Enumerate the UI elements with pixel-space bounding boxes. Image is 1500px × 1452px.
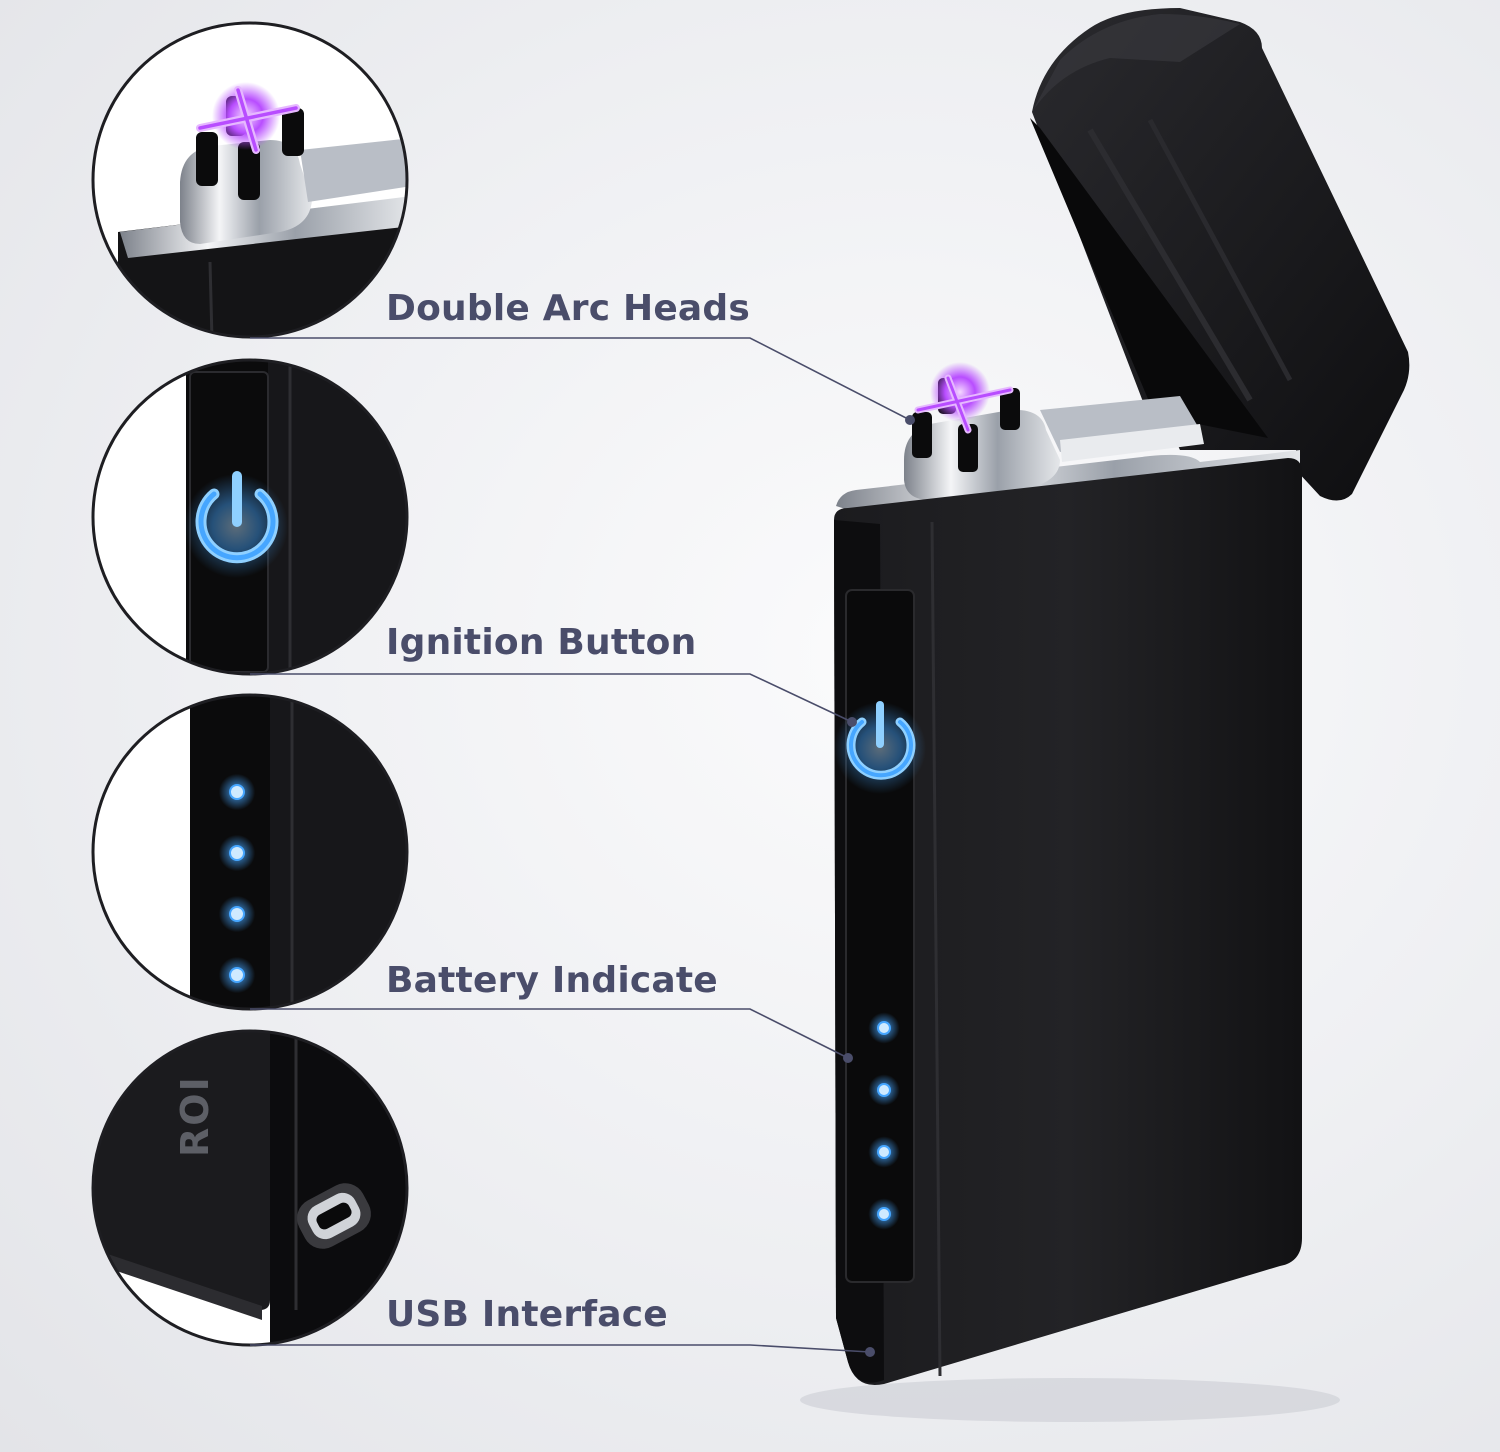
battery-leds-zoomed [218,773,256,994]
battery-leds [868,1012,900,1230]
zoom-circle-usb [91,1029,409,1347]
callout-label-usb: USB Interface [386,1294,668,1335]
floor-shadow [800,1378,1340,1422]
battery-led-zoomed-1 [229,784,245,800]
callout-label-arc-heads: Double Arc Heads [386,288,751,329]
battery-led-zoomed-2 [229,845,245,861]
arc-electrodes [912,362,1020,472]
leader-line-battery [250,1008,849,1059]
lighter [834,8,1410,1386]
leader-line-usb [250,1344,871,1353]
battery-led-3 [877,1145,891,1159]
brand-logo-fragment: ROI [173,1075,217,1157]
callout-label-ignition: Ignition Button [386,622,697,663]
lighter-body [834,458,1302,1386]
leader-line-ignition [250,673,853,723]
zoom-circle-battery [91,693,409,1011]
battery-led-2 [877,1083,891,1097]
power-icon [834,701,926,794]
zoom-circle-ignition [91,358,409,676]
leader-line-arc-heads [250,337,911,421]
battery-led-zoomed-4 [229,967,245,983]
lighter-lid [1030,8,1410,501]
usb-port [297,1183,371,1249]
battery-led-4 [877,1207,891,1221]
leader-dots [843,415,915,1357]
battery-led-zoomed-3 [229,906,245,922]
leader-lines [250,337,911,1353]
zoom-circle-arc-heads [91,21,409,339]
callout-label-battery: Battery Indicate [386,960,718,1001]
battery-led-1 [877,1021,891,1035]
